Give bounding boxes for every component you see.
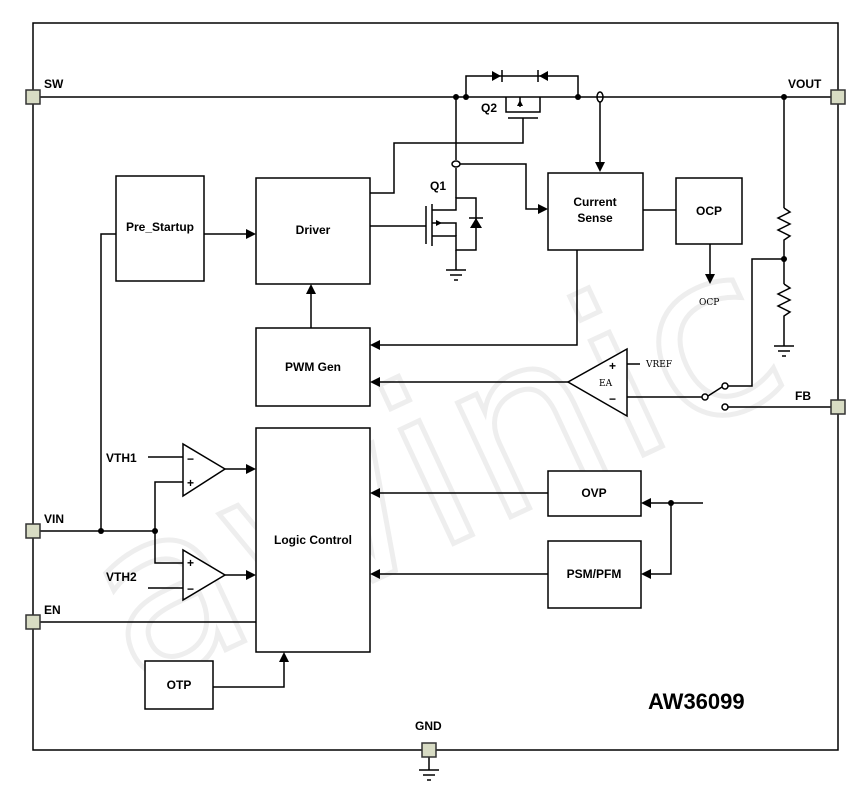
driver-block [255, 177, 371, 285]
sense-input-wire [460, 163, 540, 210]
otp-block [144, 660, 214, 710]
arrow-icon [246, 464, 256, 474]
comp1-plus-sign: + [187, 476, 194, 490]
arrow-icon [246, 229, 256, 239]
ovp-label: OVP [581, 486, 606, 500]
arrow-icon [705, 274, 715, 284]
comparator-2-icon [182, 548, 227, 602]
error-amplifier-icon [566, 347, 628, 418]
part-number: AW36099 [648, 689, 745, 714]
diode-path [465, 75, 579, 97]
arrow-icon [370, 569, 380, 579]
vref-label: VREF [645, 360, 672, 370]
psm-pfm-label: PSM/PFM [567, 567, 622, 581]
ocp-signal-label: OCP [699, 298, 719, 308]
switch-contact [721, 382, 729, 390]
pin-fb [830, 399, 846, 415]
pin-en [25, 614, 41, 630]
comp1-minus-sign: − [187, 452, 194, 466]
arrow-icon [370, 377, 380, 387]
q2-transistor-icon [370, 97, 541, 194]
ea-plus-sign: + [609, 359, 616, 373]
ground-icon [419, 769, 439, 781]
logic-control-label: Logic Control [274, 533, 352, 547]
pin-label-fb: FB [795, 389, 811, 403]
q1-transistor-icon [370, 197, 483, 281]
arrow-icon [538, 204, 548, 214]
wire [651, 503, 672, 575]
pwm-gen-block [255, 327, 371, 407]
vth2-label: VTH2 [106, 570, 137, 584]
current-sense-label-2: Sense [577, 211, 613, 225]
switch-icon [707, 386, 723, 397]
pin-label-vin: VIN [44, 512, 64, 526]
wire [100, 233, 116, 531]
current-sense-label-1: Current [573, 195, 616, 209]
arrow-icon [641, 498, 651, 508]
resistor-1-icon [776, 207, 792, 284]
junction-dot [463, 94, 469, 100]
ea-label: EA [599, 379, 613, 389]
comp2-plus-sign: + [187, 556, 194, 570]
wire [378, 250, 578, 346]
pwm-gen-label: PWM Gen [285, 360, 341, 374]
arrow-icon [370, 340, 380, 350]
pin-gnd [421, 742, 437, 758]
ocp-label: OCP [696, 204, 722, 218]
comp2-minus-sign: − [187, 582, 194, 596]
diode-1-icon [492, 70, 503, 82]
arrow-icon [595, 162, 605, 172]
driver-label: Driver [296, 223, 331, 237]
divider-tap-wire [728, 258, 784, 387]
pin-label-sw: SW [44, 77, 64, 91]
vth1-label: VTH1 [106, 451, 137, 465]
wire [154, 531, 183, 564]
pin-label-en: EN [44, 603, 61, 617]
resistor-2-icon [776, 283, 792, 346]
ocp-block [675, 177, 743, 245]
arrow-icon [279, 652, 289, 662]
comparator-1-icon [182, 442, 227, 498]
junction-dot [575, 94, 581, 100]
ground-icon [774, 345, 794, 357]
pin-vin [25, 523, 41, 539]
psm-pfm-block [547, 540, 642, 609]
arrow-icon [246, 570, 256, 580]
logic-control-block [255, 427, 371, 653]
pin-vout [830, 89, 846, 105]
arrow-icon [370, 488, 380, 498]
current-sense-marker-icon [451, 160, 461, 168]
ea-minus-sign: − [609, 392, 616, 406]
wire [213, 660, 285, 688]
q2-label: Q2 [481, 101, 497, 115]
current-sense-block [547, 172, 644, 251]
otp-label: OTP [167, 678, 192, 692]
pre-startup-label: Pre_Startup [126, 220, 194, 234]
diode-2-icon [537, 70, 548, 82]
arrow-icon [641, 569, 651, 579]
pin-label-vout: VOUT [788, 77, 822, 91]
wire [154, 481, 183, 531]
pin-label-gnd: GND [415, 719, 442, 733]
pre-startup-block [115, 175, 205, 282]
q1-label: Q1 [430, 179, 446, 193]
arrow-icon [306, 284, 316, 294]
pin-sw [25, 89, 41, 105]
